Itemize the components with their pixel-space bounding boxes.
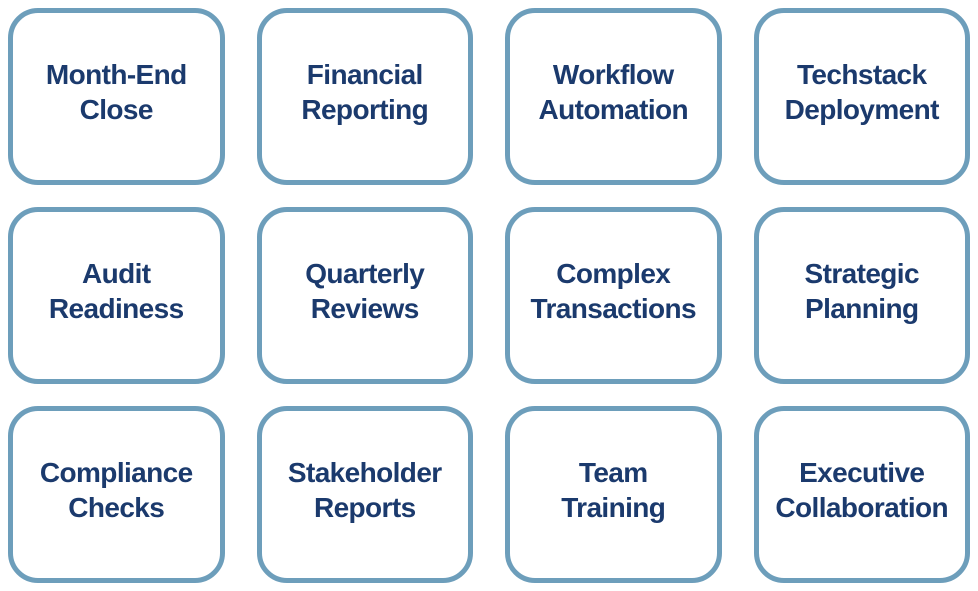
card-label: Quarterly Reviews [305,258,425,324]
card-label: Workflow Automation [538,59,689,125]
card-label: Month-End Close [45,59,187,125]
card-label: Complex Transactions [530,258,697,324]
card-label: Stakeholder Reports [287,457,442,523]
card-stakeholder-reports: Stakeholder Reports [256,406,473,583]
card-strategic-planning: Strategic Planning [753,207,970,384]
card-month-end-close: Month-End Close [8,8,225,185]
card-complex-transactions: Complex Transactions [505,207,722,384]
card-label: Team Training [561,457,666,523]
card-label: Financial Reporting [301,59,429,125]
card-audit-readiness: Audit Readiness [8,207,225,384]
card-compliance-checks: Compliance Checks [8,406,225,583]
card-label: Compliance Checks [39,457,193,523]
card-financial-reporting: Financial Reporting [256,8,473,185]
card-team-training: Team Training [505,406,722,583]
card-techstack-deployment: Techstack Deployment [753,8,970,185]
card-executive-collaboration: Executive Collaboration [753,406,970,583]
card-quarterly-reviews: Quarterly Reviews [256,207,473,384]
card-label: Executive Collaboration [775,457,949,523]
card-label: Strategic Planning [804,258,920,324]
card-label: Audit Readiness [48,258,184,324]
card-workflow-automation: Workflow Automation [505,8,722,185]
card-label: Techstack Deployment [784,59,940,125]
